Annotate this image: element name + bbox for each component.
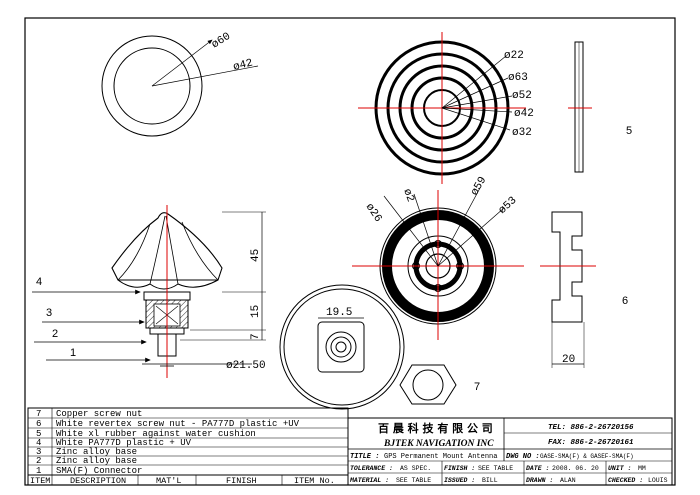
callout-7: 7: [474, 381, 480, 393]
finish-label: FINISH :: [444, 465, 475, 472]
tolerance-value: AS SPEC.: [400, 465, 431, 472]
bom-desc-4: White PA777D plastic + UV: [56, 438, 192, 448]
dim-d63: ø63: [508, 72, 528, 84]
date-value: 2008. 06. 20: [552, 465, 599, 472]
callout-3: 3: [46, 307, 52, 319]
bom-item-4: 4: [36, 438, 41, 448]
unit-value: MM: [638, 465, 646, 472]
callout-1: 1: [70, 347, 76, 359]
title-value: GPS Permanent Mount Antenna: [384, 453, 497, 461]
dim-h45: 45: [250, 249, 262, 262]
dim-d22: ø22: [504, 50, 524, 62]
dim-d60: ø60: [210, 31, 233, 52]
drawn-value: ALAN: [560, 477, 576, 484]
callout-5: 5: [626, 125, 632, 137]
bom-header-item-no: ITEM No.: [294, 476, 335, 486]
hex-nut-view: 7: [399, 364, 480, 405]
bom-table: 7 Copper screw nut 6 White revertex scre…: [27, 407, 349, 486]
base-bottom-view: 19.5: [279, 284, 405, 410]
bom-desc-3: Zinc alloy base: [56, 447, 137, 457]
unit-label: UNIT :: [608, 465, 631, 472]
dim-h15: 15: [250, 305, 262, 318]
bom-desc-1: SMA(F) Connector: [56, 466, 142, 476]
callout-4: 4: [36, 276, 42, 288]
company-tel: TEL: 886-2-26720156: [548, 424, 634, 432]
dim-w19-5: 19.5: [326, 307, 352, 319]
finish-value: SEE TABLE: [478, 465, 513, 472]
bom-desc-5: White xl rubber against water cushion: [56, 429, 256, 439]
dim-d21-50: ø21.50: [226, 360, 266, 372]
dim-d59: ø59: [469, 175, 489, 198]
bom-item-7: 7: [36, 409, 41, 419]
checked-label: CHECKED :: [608, 477, 643, 484]
dwg-value: GASE-SMA(F) & GASEF-SMA(F): [540, 453, 634, 460]
company-chinese-name: 百 晨 科 技 有 限 公 司: [378, 421, 493, 435]
dim-d52: ø52: [512, 90, 532, 102]
company-name: BJTEK NAVIGATION INC: [383, 439, 494, 449]
base-top-view: ø26 ø2 ø59 ø53: [352, 175, 524, 340]
bom-item-5: 5: [36, 429, 41, 439]
bom-item-3: 3: [36, 447, 41, 457]
cushion-side-view: 5: [568, 41, 632, 173]
base-side-view: 6 20: [540, 211, 628, 368]
bom-header-item: ITEM: [30, 476, 50, 486]
material-label: MATERIAL :: [349, 477, 389, 484]
bom-item-2: 2: [36, 456, 41, 466]
dim-d2: ø2: [400, 187, 416, 204]
title-block: 百 晨 科 技 有 限 公 司 BJTEK NAVIGATION INC TEL…: [347, 417, 673, 486]
dim-d26: ø26: [363, 202, 384, 225]
bom-desc-2: Zinc alloy base: [56, 456, 137, 466]
date-label: DATE :: [526, 465, 549, 472]
checked-value: LOUIS: [648, 477, 668, 484]
dim-d32: ø32: [512, 127, 532, 139]
bom-item-6: 6: [36, 419, 41, 429]
bom-header-matl: MAT'L: [156, 476, 182, 486]
bom-header-desc: DESCRIPTION: [70, 476, 126, 486]
callout-2: 2: [52, 328, 58, 340]
dim-d42: ø42: [514, 108, 534, 120]
company-fax: FAX: 886-2-26720161: [548, 439, 634, 447]
dim-d53: ø53: [497, 195, 520, 217]
bom-item-1: 1: [36, 466, 41, 476]
cap-top-view: ø60 ø42: [101, 31, 259, 137]
tolerance-label: TOLERANCE :: [350, 465, 393, 472]
dwg-label: DWG NO :: [506, 453, 540, 461]
bom-desc-6: White revertex screw nut - PA777D plasti…: [56, 419, 300, 429]
drawn-label: DRAWN :: [526, 477, 553, 484]
material-value: SEE TABLE: [396, 477, 431, 484]
dim-h7: 7: [250, 333, 262, 340]
antenna-side-view: 45 15 7 ø21.50 4 3 2 1: [32, 205, 266, 378]
callout-6: 6: [622, 295, 628, 307]
cushion-top-view: ø22 ø63 ø52 ø42 ø32: [358, 32, 534, 184]
dim-d42-top: ø42: [232, 57, 254, 73]
issued-value: BILL: [482, 477, 498, 484]
bom-header-finish: FINISH: [226, 476, 257, 486]
issued-label: ISSUED :: [444, 477, 475, 484]
dim-w20: 20: [562, 354, 575, 366]
bom-desc-7: Copper screw nut: [56, 409, 142, 419]
title-label: TITLE :: [350, 453, 379, 461]
